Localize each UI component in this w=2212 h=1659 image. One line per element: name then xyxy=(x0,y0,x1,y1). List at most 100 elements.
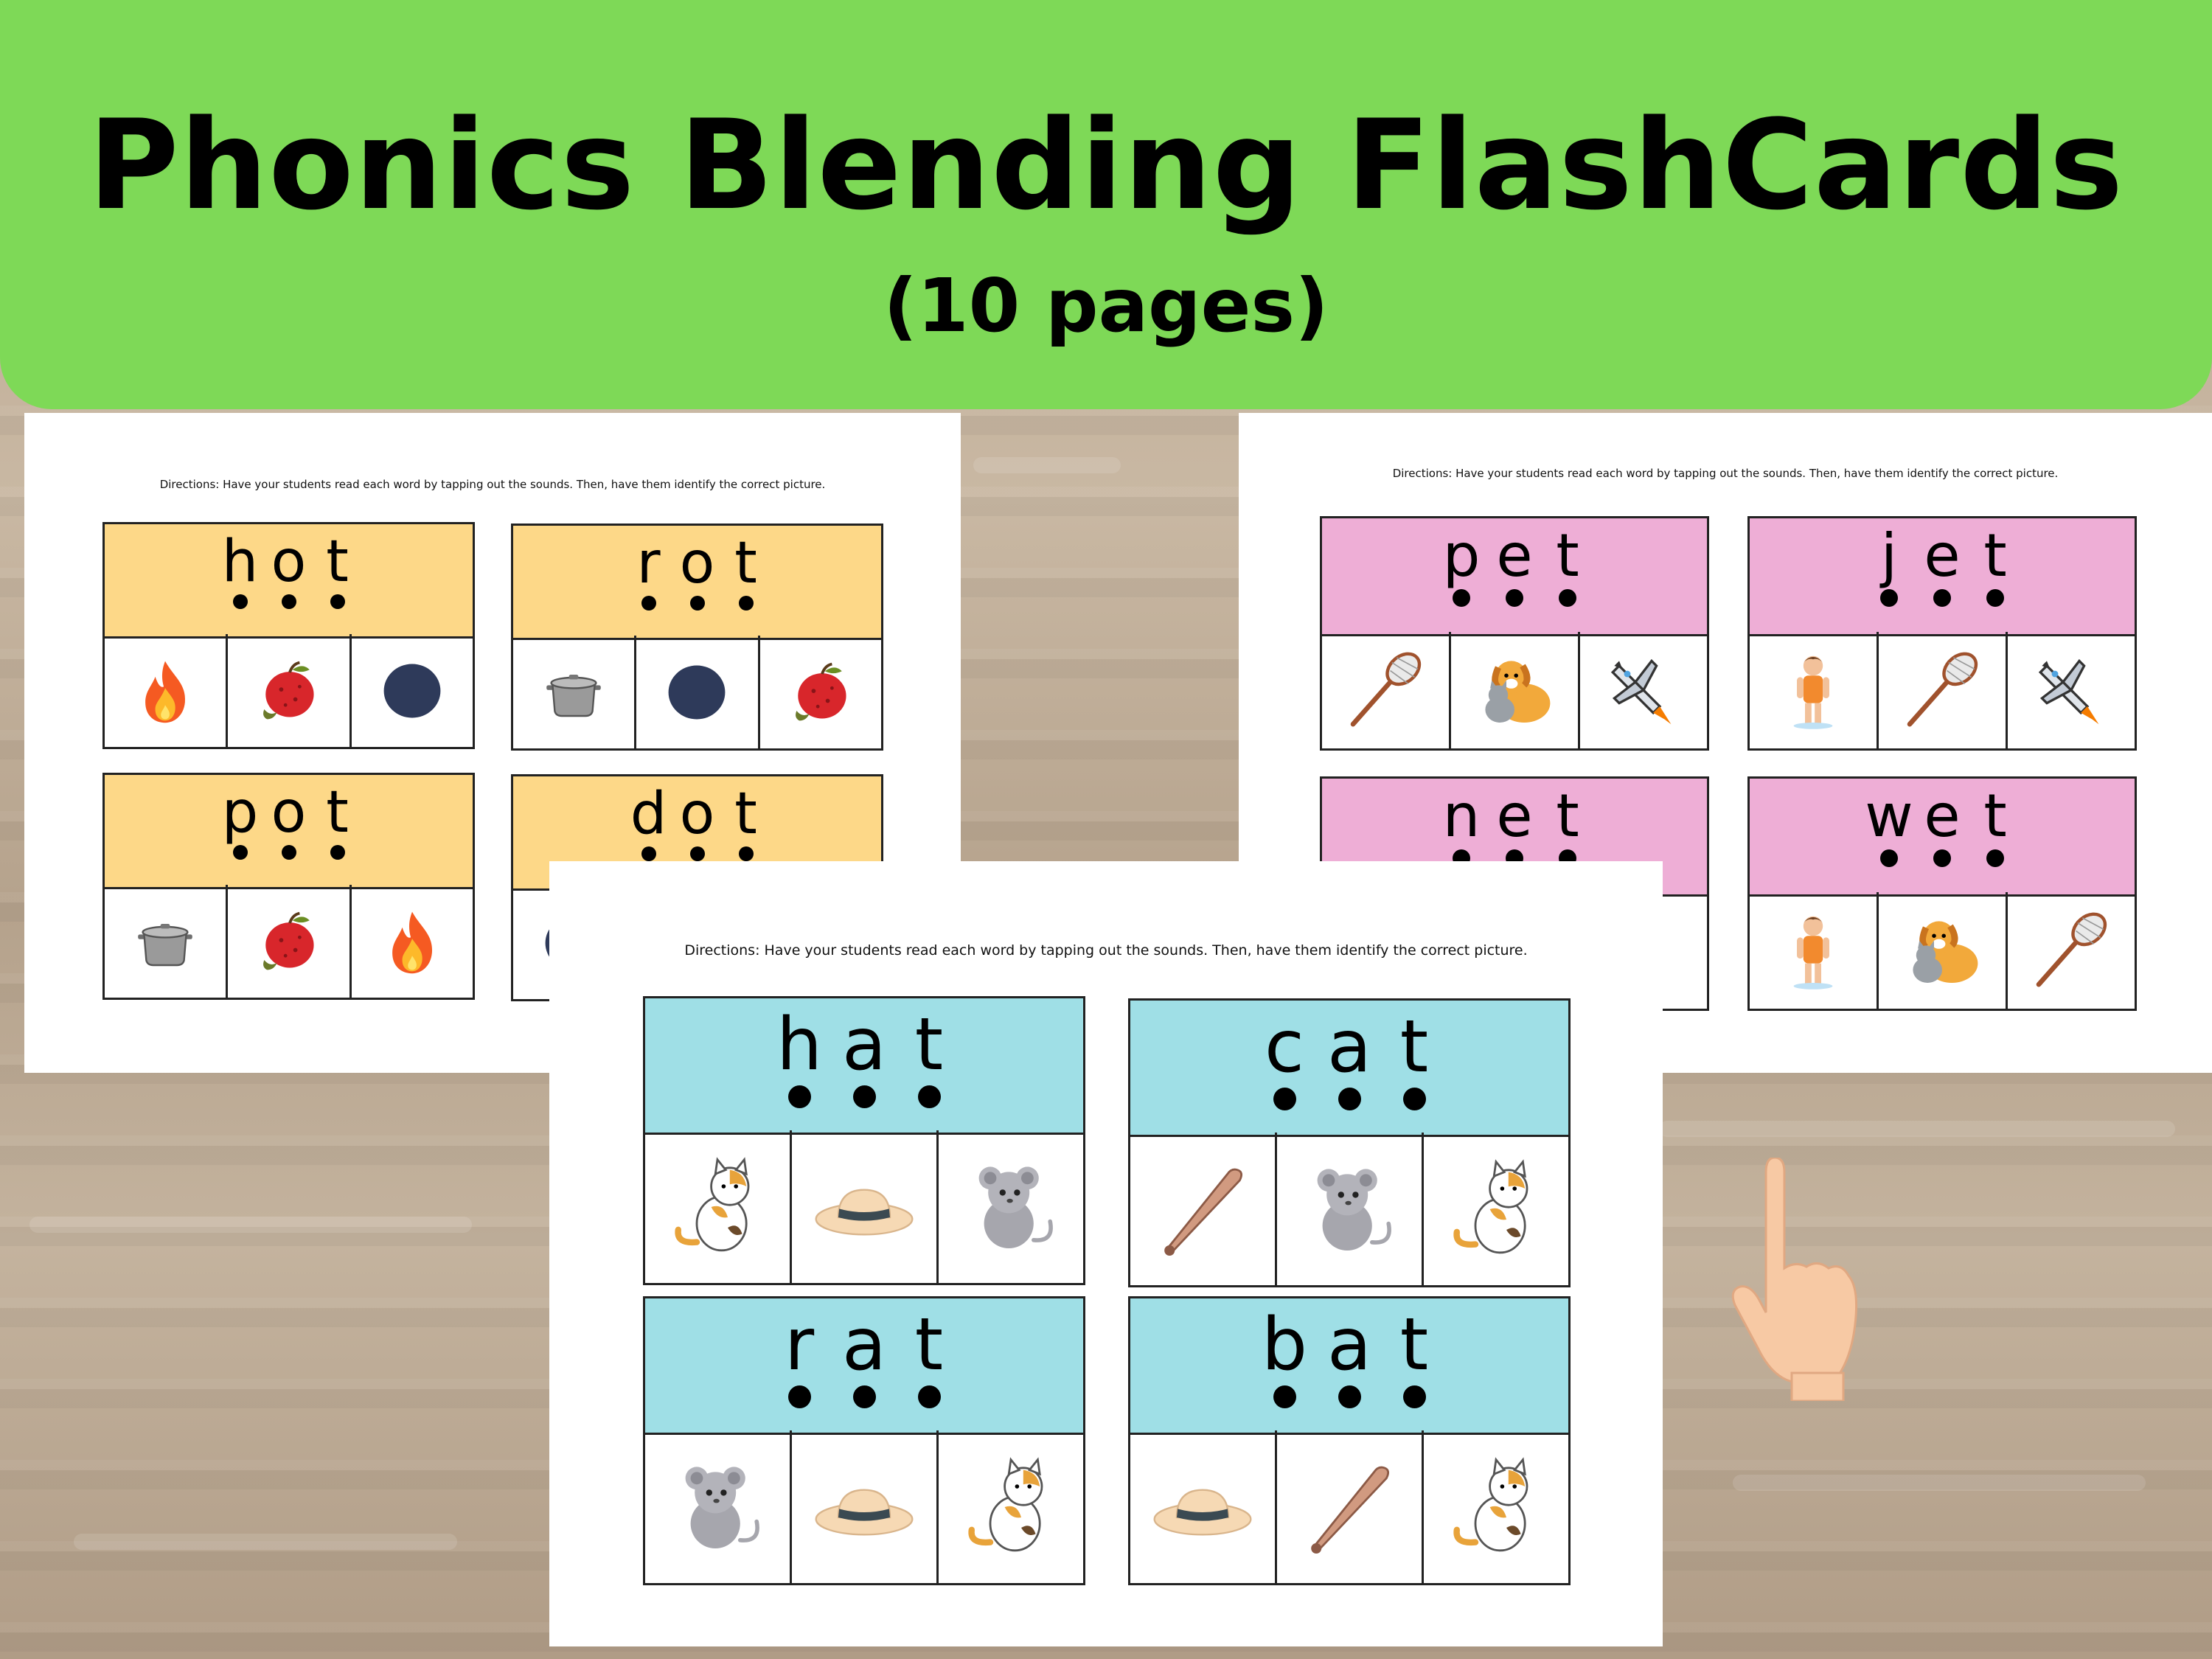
letter-d: d xyxy=(630,781,667,847)
wood-streak xyxy=(74,1534,457,1550)
tap-dot[interactable] xyxy=(1986,849,2004,867)
picture-choice-cat[interactable] xyxy=(645,1130,790,1283)
picture-choice-apple[interactable] xyxy=(226,634,349,747)
letter-a: a xyxy=(1326,1005,1372,1089)
picture-choice-wet-boy[interactable] xyxy=(1750,632,1877,748)
picture-choice-jet[interactable] xyxy=(2006,632,2135,748)
tap-dot[interactable] xyxy=(1402,1088,1426,1110)
letter-h: h xyxy=(776,1003,823,1087)
picture-choice-fire[interactable] xyxy=(349,885,473,998)
tap-dot[interactable] xyxy=(1338,1088,1361,1110)
tap-dot[interactable] xyxy=(787,1085,811,1108)
picture-choice-pot[interactable] xyxy=(105,885,226,998)
picture-choice-pets[interactable] xyxy=(1449,632,1578,748)
picture-choice-dot[interactable] xyxy=(634,636,757,748)
picture-choice-apple[interactable] xyxy=(226,885,349,998)
letter-a: a xyxy=(841,1303,887,1387)
picture-choice-fire[interactable] xyxy=(105,634,226,747)
net-icon xyxy=(1345,650,1426,731)
tap-dot[interactable] xyxy=(281,594,296,609)
sound-dots xyxy=(1322,589,1707,607)
tap-dot[interactable] xyxy=(1880,589,1898,607)
picture-choice-rat[interactable] xyxy=(645,1430,790,1583)
picture-choice-hat[interactable] xyxy=(790,1130,936,1283)
tap-dot[interactable] xyxy=(1402,1385,1426,1408)
letter-w: w xyxy=(1865,782,1913,850)
tap-dot[interactable] xyxy=(1338,1385,1361,1408)
tap-dot[interactable] xyxy=(1506,589,1523,607)
letter-t: t xyxy=(326,779,349,846)
pot-icon xyxy=(130,906,201,977)
picture-choice-net[interactable] xyxy=(2006,892,2135,1009)
sound-dots xyxy=(645,1385,1083,1408)
dot-icon xyxy=(377,655,448,726)
picture-choice-net[interactable] xyxy=(1877,632,2006,748)
tap-dot[interactable] xyxy=(787,1385,811,1408)
tap-dot[interactable] xyxy=(917,1085,941,1108)
picture-choice-cat[interactable] xyxy=(1422,1133,1568,1285)
tap-dot[interactable] xyxy=(917,1385,941,1408)
jet-icon xyxy=(2031,650,2112,731)
tap-dot[interactable] xyxy=(1273,1088,1296,1110)
letter-n: n xyxy=(1442,782,1481,850)
picture-choices xyxy=(1130,1133,1568,1285)
picture-choice-jet[interactable] xyxy=(1578,632,1707,748)
cat-icon xyxy=(666,1155,769,1259)
tap-dot[interactable] xyxy=(852,1385,876,1408)
rat-icon xyxy=(959,1155,1062,1259)
cat-icon xyxy=(1444,1158,1548,1261)
picture-choice-wet-boy[interactable] xyxy=(1750,892,1877,1009)
picture-choice-net[interactable] xyxy=(1322,632,1449,748)
tap-dot[interactable] xyxy=(281,845,296,860)
tap-dot[interactable] xyxy=(232,594,248,609)
tap-dot[interactable] xyxy=(738,846,754,861)
banner-subtitle: (10 pages) xyxy=(883,262,1329,349)
tap-dot[interactable] xyxy=(1933,849,1951,867)
tap-dot[interactable] xyxy=(1880,849,1898,867)
sound-dots xyxy=(1130,1088,1568,1110)
tap-dot[interactable] xyxy=(232,845,248,860)
fire-icon xyxy=(130,655,201,726)
tap-dot[interactable] xyxy=(1559,589,1576,607)
tap-dot[interactable] xyxy=(738,596,754,611)
tap-dot[interactable] xyxy=(1933,589,1951,607)
picture-choice-bat[interactable] xyxy=(1130,1133,1275,1285)
tap-dot[interactable] xyxy=(1453,589,1470,607)
tap-dot[interactable] xyxy=(641,846,656,861)
picture-choice-cat[interactable] xyxy=(1422,1430,1568,1583)
sound-dots xyxy=(1750,589,2135,607)
tap-dot[interactable] xyxy=(330,594,345,609)
picture-choice-rat[interactable] xyxy=(1275,1133,1422,1285)
directions-text: Directions: Have your students read each… xyxy=(684,942,1528,959)
picture-choice-cat[interactable] xyxy=(936,1430,1083,1583)
picture-choice-rat[interactable] xyxy=(936,1130,1083,1283)
letter-e: e xyxy=(1924,521,1961,590)
letter-t: t xyxy=(914,1003,944,1087)
picture-choices xyxy=(645,1430,1083,1583)
tap-dot[interactable] xyxy=(1986,589,2004,607)
rat-icon xyxy=(1298,1158,1401,1261)
picture-choice-pets[interactable] xyxy=(1877,892,2006,1009)
tap-dot[interactable] xyxy=(689,596,705,611)
tap-dot[interactable] xyxy=(689,846,705,861)
tap-dot[interactable] xyxy=(641,596,656,611)
picture-choice-pot[interactable] xyxy=(513,636,634,748)
tap-dot[interactable] xyxy=(852,1085,876,1108)
picture-choice-dot[interactable] xyxy=(349,634,473,747)
picture-choice-apple[interactable] xyxy=(757,636,881,748)
tap-dot[interactable] xyxy=(1273,1385,1296,1408)
picture-choice-hat[interactable] xyxy=(790,1430,936,1583)
picture-choice-hat[interactable] xyxy=(1130,1430,1275,1583)
picture-choice-bat[interactable] xyxy=(1275,1430,1422,1583)
tap-dot[interactable] xyxy=(330,845,345,860)
